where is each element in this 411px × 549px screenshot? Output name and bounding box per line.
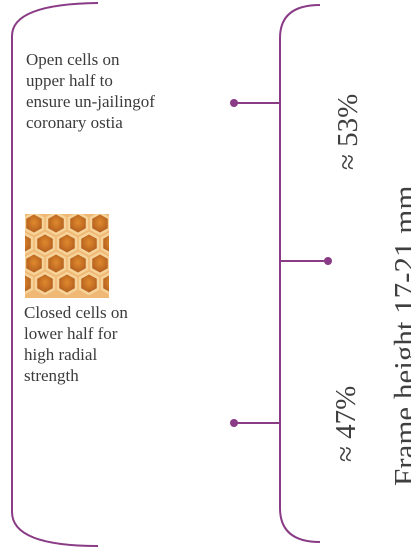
lower-percent-label: ≈ 47% — [330, 385, 362, 462]
closed-cells-note: Closed cells on lower half for high radi… — [24, 303, 128, 385]
upper-leader-dot — [230, 99, 238, 107]
honeycomb-image — [25, 214, 109, 298]
frame-height-label: Frame height 17-21 mm — [387, 185, 411, 486]
right-bracket — [279, 4, 321, 543]
open-cells-note: Open cells on upper half to ensure un-ja… — [26, 50, 155, 132]
lower-leader-dot — [230, 419, 238, 427]
middle-leader-dot — [324, 257, 332, 265]
left-bracket — [11, 2, 99, 547]
upper-percent-label: ≈ 53% — [332, 93, 364, 170]
